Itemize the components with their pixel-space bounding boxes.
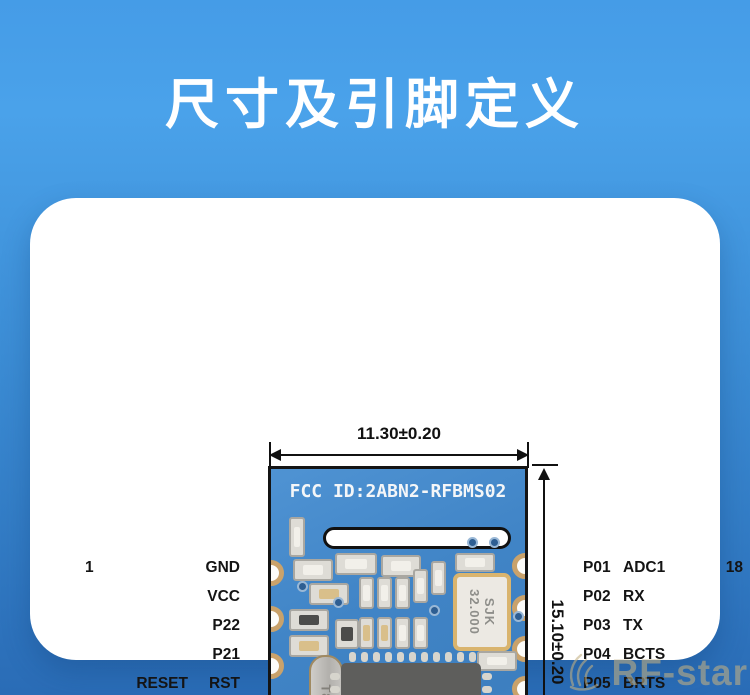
- width-dimension-label: 11.30±0.20: [356, 424, 442, 443]
- pin-label: BRTS: [623, 674, 666, 692]
- via: [297, 581, 308, 592]
- extension-line: [532, 464, 558, 466]
- chip-lead: [385, 652, 392, 662]
- pin-label: P02: [583, 587, 611, 605]
- content-card: 11.30±0.20 15.10±0.20 FCC ID:2ABN2-RFBMS…: [30, 198, 743, 695]
- smd-component: [335, 619, 359, 649]
- smd-component: [359, 617, 374, 649]
- pin-label: 1: [85, 558, 94, 576]
- pin-row: RESET RST: [85, 669, 240, 695]
- pin-label: RX: [623, 587, 645, 605]
- antenna-slot: [323, 527, 511, 549]
- chip-lead: [409, 652, 416, 662]
- via: [467, 537, 478, 548]
- pin-label: VCC: [207, 587, 240, 605]
- smd-component: [335, 553, 377, 575]
- pin-row: 1 GND: [85, 553, 240, 582]
- via: [513, 611, 524, 622]
- pin-label: TX: [623, 616, 643, 634]
- chip-lead: [349, 652, 356, 662]
- pin-label: P01: [583, 558, 611, 576]
- smd-component: [377, 617, 392, 649]
- chip-lead: [482, 686, 492, 693]
- castellation-pad: [271, 653, 284, 679]
- smd-component: [289, 635, 329, 657]
- chip-lead: [445, 652, 452, 662]
- chip-lead: [421, 652, 428, 662]
- pin-label: ADC1: [623, 558, 666, 576]
- pcb-module-photo: FCC ID:2ABN2-RFBMS02: [268, 466, 528, 695]
- pin-row: VCC: [85, 582, 240, 611]
- chip-lead: [361, 652, 368, 662]
- width-dimension-arrow: [269, 449, 529, 461]
- chip-lead: [433, 652, 440, 662]
- smd-component: [413, 617, 428, 649]
- pin-row: P02 RX: [583, 582, 743, 611]
- smd-component: [377, 577, 392, 609]
- smd-component: [455, 553, 495, 572]
- smd-component: [289, 609, 329, 631]
- smd-component: [359, 577, 374, 609]
- pin-label: P21: [212, 645, 240, 663]
- pin-label: P04: [583, 645, 611, 663]
- smd-component: [381, 555, 421, 577]
- right-pinout-list: P01ADC118P02RXP03TXP04BCTSP05BRTSP06PWM4…: [583, 553, 743, 695]
- chip-lead: [457, 652, 464, 662]
- pin-label: 18: [725, 558, 743, 576]
- smd-component: [413, 569, 428, 603]
- pin-row: P22: [85, 611, 240, 640]
- smd-component: [477, 651, 517, 671]
- castellation-pad: [512, 553, 525, 579]
- chip-lead: [469, 652, 476, 662]
- smd-component: [395, 617, 410, 649]
- chip-lead: [397, 652, 404, 662]
- pin-row: P01 ADC1 18: [583, 553, 743, 582]
- chip-lead: [330, 673, 340, 680]
- pin-row: P04 BCTS: [583, 640, 743, 669]
- left-pinout-list: 1GNDVCCP22P21RESETRSTENP20P17IIC+9IIC-: [85, 553, 240, 695]
- smd-component: [431, 561, 446, 595]
- pin-label: P05: [583, 674, 611, 692]
- pin-row: P05 BRTS: [583, 669, 743, 695]
- pin-label: P22: [212, 616, 240, 634]
- smd-component: [395, 577, 410, 609]
- smd-component: [293, 559, 333, 581]
- extension-line: [269, 442, 271, 468]
- via: [489, 537, 500, 548]
- pin-label: GND: [205, 558, 240, 576]
- fcc-id-silkscreen: FCC ID:2ABN2-RFBMS02: [289, 481, 507, 502]
- pin-label: RST: [209, 674, 240, 692]
- pin-label: P03: [583, 616, 611, 634]
- pin-label: BCTS: [623, 645, 666, 663]
- via: [333, 597, 344, 608]
- castellation-pad: [512, 676, 525, 695]
- via: [429, 605, 440, 616]
- extension-line: [527, 442, 529, 468]
- pin-row: P03 TX: [583, 611, 743, 640]
- chip-lead: [373, 652, 380, 662]
- chip-lead: [482, 673, 492, 680]
- height-dimension-arrow: [538, 468, 550, 695]
- cc2541-chip: CC2541F256TI 87JP6T9 G4: [330, 652, 492, 695]
- pin-label: RESET: [136, 674, 188, 692]
- castellation-pad: [271, 606, 284, 632]
- chip-lead: [330, 686, 340, 693]
- pin-row: P21: [85, 640, 240, 669]
- page-title: 尺寸及引脚定义: [165, 75, 585, 135]
- castellation-pad: [271, 560, 284, 586]
- smd-component: [289, 517, 305, 557]
- height-dimension-label: 15.10±0.20: [548, 599, 567, 685]
